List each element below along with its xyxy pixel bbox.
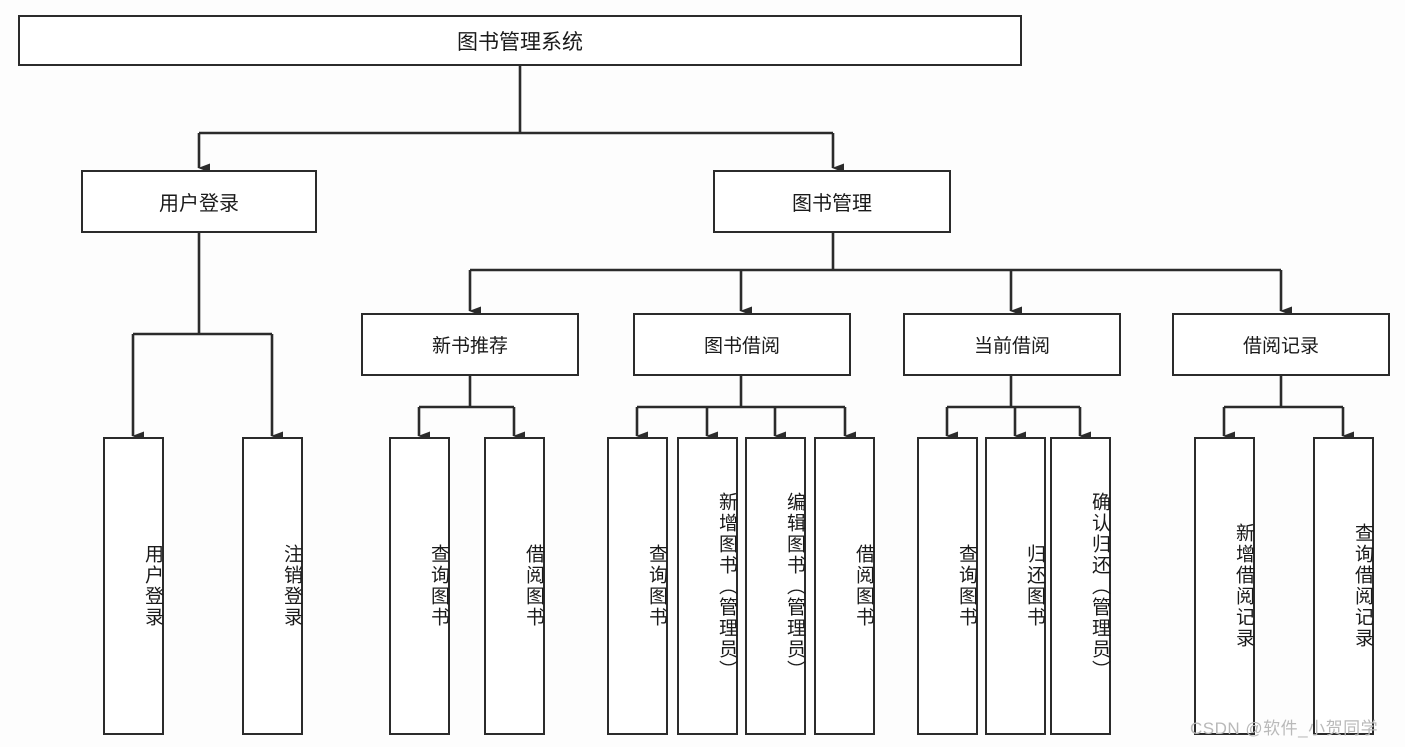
node-label: 图书借阅	[703, 336, 780, 357]
node-label: 查询借阅记录	[1352, 523, 1373, 649]
node-label: 新书推荐	[431, 336, 508, 357]
leaf-add-borrow-record[interactable]: 新增借阅记录	[1194, 437, 1255, 735]
node-label: 图书管理系统	[457, 30, 583, 54]
leaf-query-book-current[interactable]: 查询图书	[917, 437, 978, 735]
node-label: 查询图书	[956, 544, 977, 628]
node-new-book-recommend[interactable]: 新书推荐	[361, 313, 579, 376]
leaf-user-login[interactable]: 用户登录	[103, 437, 164, 735]
node-label: 用户登录	[142, 544, 163, 628]
node-label: 借阅图书	[853, 544, 874, 628]
node-label: 确认归还（管理员）	[1089, 491, 1110, 681]
node-label: 注销登录	[281, 544, 302, 628]
csdn-watermark: CSDN @软件_小贺同学	[1190, 719, 1379, 738]
node-borrow-records[interactable]: 借阅记录	[1172, 313, 1390, 376]
leaf-query-borrow-record[interactable]: 查询借阅记录	[1313, 437, 1374, 735]
node-current-borrow[interactable]: 当前借阅	[903, 313, 1121, 376]
node-label: 当前借阅	[973, 336, 1050, 357]
node-label: 查询图书	[646, 544, 667, 628]
node-label: 借阅记录	[1242, 336, 1319, 357]
leaf-borrow-book-newbook[interactable]: 借阅图书	[484, 437, 545, 735]
leaf-query-book-borrow[interactable]: 查询图书	[607, 437, 668, 735]
node-root-system[interactable]: 图书管理系统	[18, 15, 1022, 66]
node-label: 图书管理	[792, 193, 872, 215]
leaf-edit-book-admin[interactable]: 编辑图书（管理员）	[745, 437, 806, 735]
leaf-logout[interactable]: 注销登录	[242, 437, 303, 735]
node-label: 新增图书（管理员）	[716, 491, 737, 681]
node-user-login[interactable]: 用户登录	[81, 170, 317, 233]
node-label: 归还图书	[1024, 544, 1045, 628]
leaf-borrow-book[interactable]: 借阅图书	[814, 437, 875, 735]
node-book-management[interactable]: 图书管理	[713, 170, 951, 233]
leaf-confirm-return-admin[interactable]: 确认归还（管理员）	[1050, 437, 1111, 735]
leaf-add-book-admin[interactable]: 新增图书（管理员）	[677, 437, 738, 735]
node-book-borrow[interactable]: 图书借阅	[633, 313, 851, 376]
node-label: 借阅图书	[523, 544, 544, 628]
leaf-query-book-newbook[interactable]: 查询图书	[389, 437, 450, 735]
node-label: 新增借阅记录	[1233, 523, 1254, 649]
node-label: 用户登录	[159, 193, 239, 215]
node-label: 查询图书	[428, 544, 449, 628]
node-label: 编辑图书（管理员）	[784, 491, 805, 681]
leaf-return-book[interactable]: 归还图书	[985, 437, 1046, 735]
